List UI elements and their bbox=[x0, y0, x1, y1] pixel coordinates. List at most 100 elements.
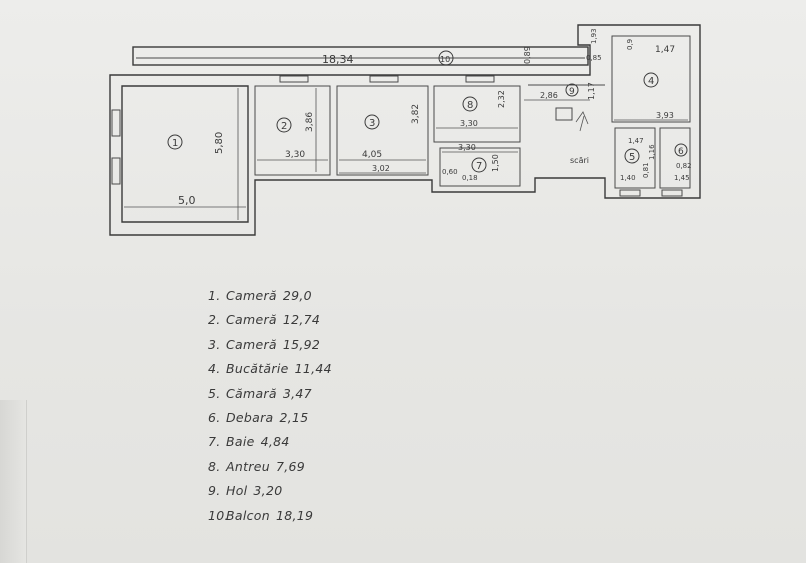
legend-no: 8. bbox=[208, 458, 221, 474]
stairs-arrow-head bbox=[575, 111, 589, 125]
dim-bal-b: 0,85 bbox=[586, 54, 602, 62]
dim-r3-width: 4,05 bbox=[362, 150, 382, 160]
legend-no: 10. bbox=[208, 507, 229, 523]
room-4-circle bbox=[643, 72, 659, 88]
legend-no: 9. bbox=[208, 483, 221, 499]
room-1-walls bbox=[121, 85, 249, 223]
room-2-label: 2 bbox=[281, 121, 287, 132]
legend-area: 18,19 bbox=[275, 507, 314, 523]
dim-r7-width: 3,30 bbox=[458, 143, 476, 152]
room-9-circle bbox=[565, 83, 579, 97]
legend-row: 5. Cămară 3,47 bbox=[208, 382, 448, 406]
legend-no: 4. bbox=[208, 361, 221, 377]
dim-bal-a: 1,93 bbox=[590, 28, 598, 44]
room-6-walls bbox=[659, 127, 691, 189]
legend-area: 29,0 bbox=[282, 288, 312, 303]
dim-r1-height: 5,80 bbox=[214, 132, 225, 154]
legend-area: 15,92 bbox=[282, 336, 321, 352]
window-1a bbox=[111, 109, 121, 137]
legend-area: 3,20 bbox=[253, 483, 283, 499]
legend-row: 8. Antreu 7,69 bbox=[208, 455, 448, 479]
dim-r2-height: 3,86 bbox=[305, 112, 315, 132]
room-3-walls bbox=[336, 85, 429, 176]
stairs-label: scări bbox=[570, 156, 589, 165]
dim-r4-width: 3,93 bbox=[656, 111, 674, 120]
legend-row: 4. Bucătărie 11,44 bbox=[208, 357, 448, 381]
room-4-walls bbox=[611, 35, 691, 123]
window-2 bbox=[279, 75, 309, 83]
room-10-label: 10 bbox=[440, 55, 450, 64]
room-7-circle bbox=[471, 157, 487, 173]
window-3 bbox=[369, 75, 399, 83]
stairs-arrow-shaft bbox=[579, 115, 585, 132]
dim-r7-b: 0,18 bbox=[462, 174, 478, 182]
legend-area: 3,47 bbox=[282, 385, 312, 401]
dim-r3-height: 3,82 bbox=[411, 104, 421, 124]
legend-no: 1. bbox=[208, 288, 221, 303]
building-outline bbox=[109, 24, 701, 236]
legend-area: 7,69 bbox=[275, 458, 305, 474]
legend-area: 4,84 bbox=[260, 434, 290, 450]
room-6-circle bbox=[674, 143, 688, 157]
legend-name: Debara bbox=[226, 409, 274, 425]
room-8-walls bbox=[433, 85, 521, 143]
dim-r2-width: 3,30 bbox=[285, 150, 305, 160]
dim-r5-b: 1,40 bbox=[620, 174, 636, 182]
legend-name: Cameră bbox=[226, 336, 277, 352]
dimension-texts: 5,0 5,80 3,30 3,86 4,05 3,82 3,02 3,30 2… bbox=[178, 28, 692, 207]
room-3-circle bbox=[364, 114, 380, 130]
dim-r1-width: 5,0 bbox=[178, 194, 196, 207]
dim-r7-side: 1,50 bbox=[491, 154, 500, 172]
legend-name: Antreu bbox=[226, 458, 270, 474]
room-1-label: 1 bbox=[172, 138, 178, 149]
legend-name: Bucătărie bbox=[226, 361, 289, 377]
dim-r4-a: 0,9 bbox=[626, 39, 634, 50]
legend-name: Baie bbox=[226, 434, 255, 450]
paper-edge bbox=[0, 400, 27, 563]
legend-name: Cămară bbox=[226, 385, 277, 401]
room-numbers: 1 2 3 4 5 6 7 8 9 bbox=[167, 72, 688, 173]
balcony-outline bbox=[132, 46, 589, 66]
dim-hall-len: 2,86 bbox=[540, 91, 558, 100]
legend-area: 11,44 bbox=[294, 361, 332, 377]
legend-no: 6. bbox=[208, 409, 221, 425]
legend-no: 3. bbox=[208, 336, 221, 352]
room-7-walls bbox=[439, 147, 521, 187]
dim-r6-b: 0,82 bbox=[676, 162, 692, 170]
room-4-label: 4 bbox=[648, 76, 654, 87]
legend-no: 2. bbox=[208, 312, 221, 328]
hall-column bbox=[555, 107, 573, 121]
legend-no: 5. bbox=[208, 385, 221, 401]
room-8-circle bbox=[462, 96, 478, 112]
room-5-circle bbox=[624, 148, 640, 164]
legend-row: 10.Balcon 18,19 bbox=[208, 504, 448, 528]
dim-r5-c: 0,81 bbox=[642, 162, 650, 178]
room-3-label: 3 bbox=[369, 118, 375, 129]
dim-r8-width: 3,30 bbox=[460, 119, 478, 128]
dim-r6-a: 1,16 bbox=[648, 144, 656, 160]
legend-area: 2,15 bbox=[279, 409, 309, 425]
room-10-circle bbox=[438, 50, 454, 66]
legend-name: Cameră bbox=[226, 288, 277, 303]
room-2-circle bbox=[276, 117, 292, 133]
dim-r5-a: 1,47 bbox=[628, 137, 644, 145]
room-8-label: 8 bbox=[467, 100, 473, 111]
dimension-lines bbox=[124, 88, 688, 220]
legend-row: 6. Debara 2,15 bbox=[208, 406, 448, 430]
legend-row: 1. Cameră 29,0 bbox=[208, 284, 448, 308]
legend-name: Hol bbox=[226, 483, 248, 499]
legend-name: Balcon bbox=[226, 507, 270, 523]
legend-row: 3. Cameră 15,92 bbox=[208, 333, 448, 357]
room-1-circle bbox=[167, 134, 183, 150]
room-5-walls bbox=[614, 127, 656, 189]
room-2-walls bbox=[254, 85, 331, 176]
dim-r6-c: 1,45 bbox=[674, 174, 690, 182]
room-6-label: 6 bbox=[678, 147, 684, 157]
dim-r8-height: 2,32 bbox=[497, 90, 506, 108]
legend-name: Cameră bbox=[226, 312, 277, 328]
dim-r3-bottom: 3,02 bbox=[372, 164, 390, 173]
legend-row: 9. Hol 3,20 bbox=[208, 479, 448, 503]
